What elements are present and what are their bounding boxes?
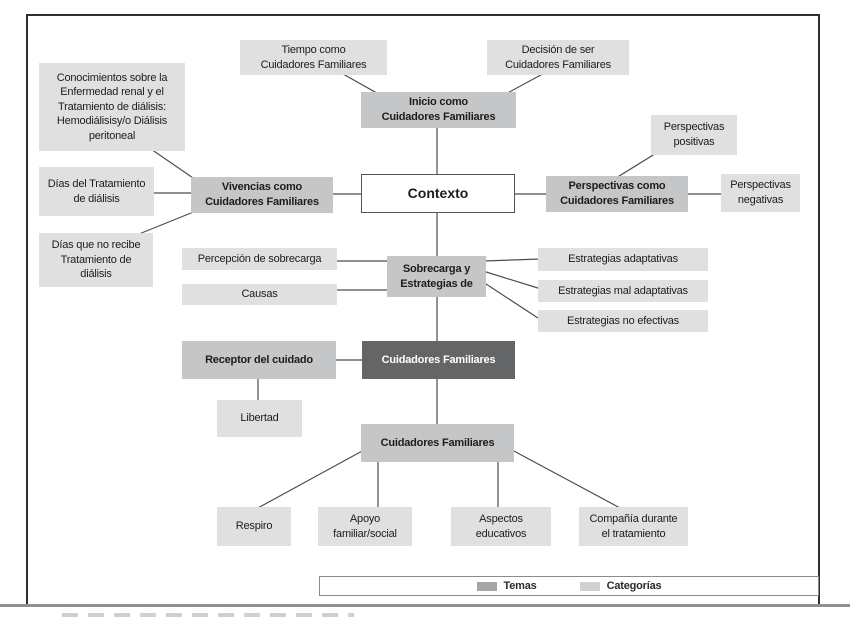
connector-conocimientos-vivencias: [147, 146, 197, 181]
node-percepcion: Percepción de sobrecarga: [182, 248, 337, 270]
legend-categorias-swatch: [579, 581, 600, 591]
diagram-frame: [26, 14, 820, 604]
node-compania: Compañía durante el tratamiento: [579, 507, 688, 546]
node-perspectivas-negativas: Perspectivas negativas: [721, 174, 800, 212]
node-conocimientos: Conocimientos sobre la Enfermedad renal …: [39, 63, 185, 151]
node-receptor: Receptor del cuidado: [182, 341, 336, 379]
connector-sobrecarga-noefectivas: [482, 281, 542, 321]
node-causas: Causas: [182, 284, 337, 305]
legend-temas-label: Temas: [503, 580, 537, 592]
connector-sobrecarga-mal: [482, 270, 542, 290]
node-estrategias-adaptativas: Estrategias adaptativas: [538, 248, 708, 271]
node-respiro: Respiro: [217, 507, 291, 546]
connector-positivas-perspectivas: [615, 151, 659, 179]
legend-categorias-label: Categorías: [606, 580, 662, 592]
node-vivencias: Vivencias como Cuidadores Familiares: [191, 177, 333, 213]
node-estrategias-no: Estrategias no efectivas: [538, 310, 708, 332]
legend: Temas Categorías: [319, 576, 819, 596]
bottom-rule: [0, 604, 850, 607]
node-sobrecarga: Sobrecarga y Estrategias de: [387, 256, 486, 297]
node-apoyo: Apoyo familiar/social: [318, 507, 412, 546]
legend-temas-swatch: [476, 581, 497, 591]
node-decision: Decisión de ser Cuidadores Familiares: [487, 40, 629, 75]
connector-diasno-vivencias: [133, 210, 197, 237]
node-cuidadores-dark: Cuidadores Familiares: [362, 341, 515, 379]
connector-sobrecarga-adaptativas: [482, 258, 542, 262]
connector-cuidadores-respiro: [255, 449, 365, 510]
node-dias-tratamiento: Días del Tratamiento de diálisis: [39, 167, 154, 216]
node-perspectivas-positivas: Perspectivas positivas: [651, 115, 737, 155]
node-aspectos: Aspectos educativos: [451, 507, 551, 546]
node-dias-no-recibe: Días que no recibe Tratamiento de diális…: [39, 233, 153, 287]
node-perspectivas-como: Perspectivas como Cuidadores Familiares: [546, 176, 688, 212]
node-tiempo: Tiempo como Cuidadores Familiares: [240, 40, 387, 75]
node-estrategias-mal: Estrategias mal adaptativas: [538, 280, 708, 302]
node-cuidadores-bottom: Cuidadores Familiares: [361, 424, 514, 462]
cropped-caption-remnant: [62, 613, 354, 617]
node-contexto: Contexto: [361, 174, 515, 213]
connector-cuidadores-compania: [511, 449, 623, 510]
node-libertad: Libertad: [217, 400, 302, 437]
node-inicio: Inicio como Cuidadores Familiares: [361, 92, 516, 128]
